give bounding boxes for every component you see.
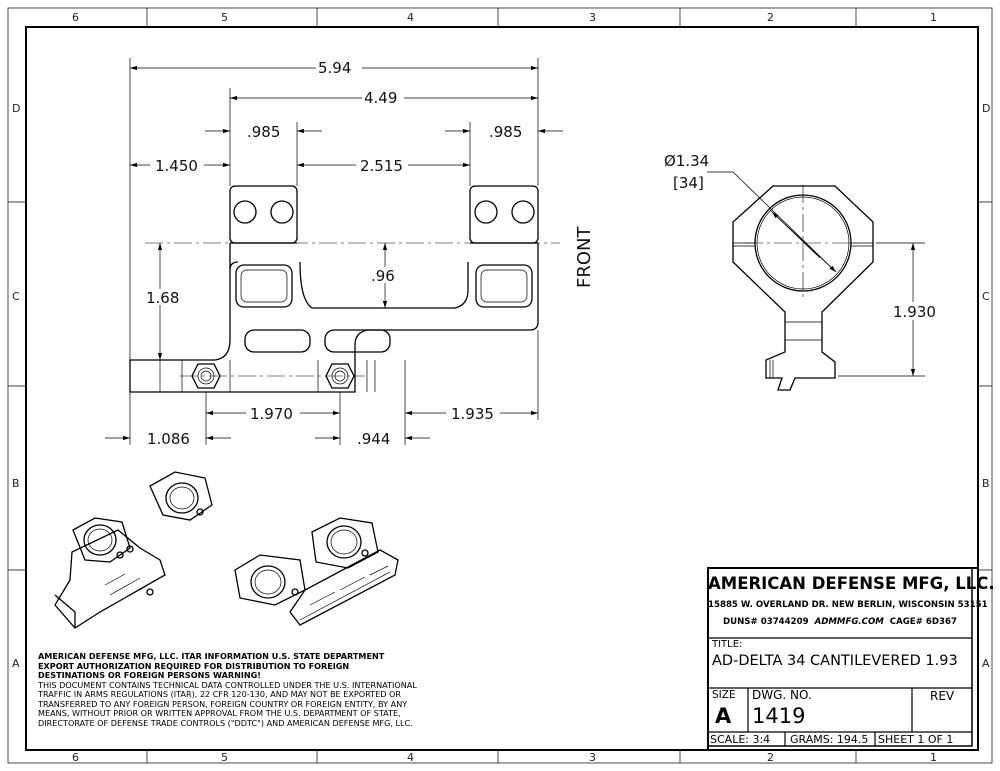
title-block-frame: [707, 567, 979, 751]
zone-col: 6: [72, 751, 79, 764]
company-ids: DUNS# 03744209 ADMMFG.COM CAGE# 6D367: [708, 617, 972, 627]
outer-border: [7, 7, 993, 764]
zone-row: C: [12, 290, 20, 303]
itar-notice: AMERICAN DEFENSE MFG, LLC. ITAR INFORMAT…: [38, 651, 418, 728]
dim-ring-diameter-mm: [34]: [673, 174, 704, 192]
inner-border: [25, 26, 979, 751]
dim-ring-diameter: Ø1.34: [664, 152, 709, 170]
company-name: AMERICAN DEFENSE MFG, LLC.: [708, 574, 995, 593]
size-value: A: [715, 704, 732, 728]
zone-col: 1: [930, 751, 937, 764]
rev-label: REV: [930, 689, 955, 703]
zone-col: 2: [767, 11, 774, 24]
dim-ring-gap: 2.515: [360, 157, 403, 175]
dim-height: 1.68: [146, 289, 179, 307]
zone-col: 5: [221, 751, 228, 764]
zone-col: 2: [767, 751, 774, 764]
dim-left-to-bolt: 1.086: [147, 430, 190, 448]
size-label: SIZE: [712, 689, 736, 701]
view-label-front: FRONT: [574, 226, 595, 288]
zone-col: 1: [930, 11, 937, 24]
front-dimensions: [105, 58, 563, 445]
website: ADMMFG.COM: [814, 617, 884, 627]
itar-warning: AMERICAN DEFENSE MFG, LLC. ITAR INFORMAT…: [38, 651, 385, 680]
company-address: 15885 W. OVERLAND DR. NEW BERLIN, WISCON…: [708, 600, 988, 610]
zone-row: B: [12, 477, 20, 490]
dim-ring-span: 4.49: [364, 89, 397, 107]
zone-row: B: [982, 477, 990, 490]
zone-ticks: [8, 8, 992, 763]
side-view: [707, 171, 933, 391]
zone-row: C: [982, 290, 990, 303]
scale: SCALE: 3:4: [710, 733, 771, 746]
sheet: SHEET 1 OF 1: [878, 733, 954, 746]
dim-right-overhang: 1.935: [451, 405, 494, 423]
zone-row: D: [982, 102, 990, 115]
dim-offset-left: 1.450: [155, 157, 198, 175]
dwg-no-value: 1419: [752, 704, 806, 728]
zone-labels: 6 5 4 3 2 1 6 5 4 3 2 1 D C B A D C B A: [12, 11, 990, 764]
dim-side-height: 1.930: [893, 303, 936, 321]
zone-row: D: [12, 102, 20, 115]
zone-col: 4: [407, 751, 414, 764]
front-view: [129, 185, 560, 393]
zone-col: 5: [221, 11, 228, 24]
grams: GRAMS: 194.5: [790, 733, 869, 746]
dim-bolt-spacing: 1.970: [250, 405, 293, 423]
isometric-view-left: [54, 471, 213, 629]
dwg-no-label: DWG. NO.: [752, 688, 812, 702]
cage-code: CAGE# 6D367: [889, 617, 957, 627]
zone-row: A: [982, 657, 990, 670]
zone-row: A: [12, 657, 20, 670]
dim-dip: .96: [371, 267, 395, 285]
zone-col: 6: [72, 11, 79, 24]
dim-bolt-to-step: .944: [357, 430, 390, 448]
zone-col: 3: [589, 751, 596, 764]
title-label: TITLE:: [712, 639, 743, 650]
dim-ring-width-left: .985: [247, 123, 280, 141]
isometric-view-right: [234, 517, 399, 626]
dim-ring-width-right: .985: [489, 123, 522, 141]
itar-body: THIS DOCUMENT CONTAINS TECHNICAL DATA CO…: [38, 679, 417, 728]
drawing-title: AD-DELTA 34 CANTILEVERED 1.93: [712, 653, 958, 669]
zone-col: 3: [589, 11, 596, 24]
zone-col: 4: [407, 11, 414, 24]
duns-number: DUNS# 03744209: [723, 617, 809, 627]
dim-overall-length: 5.94: [318, 59, 351, 77]
